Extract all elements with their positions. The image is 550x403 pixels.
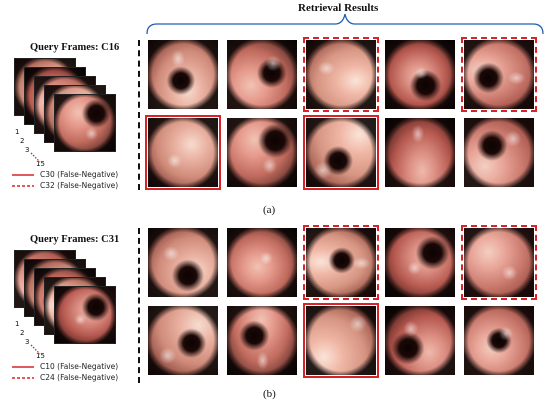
results-grid-a	[145, 37, 540, 190]
endoscopy-image	[464, 40, 534, 109]
result-frame-a-r1-c4	[385, 40, 455, 109]
endoscopy-image	[148, 118, 218, 187]
endoscopy-image	[385, 40, 455, 109]
legend-dashed-label-b: C24 (False-Negative)	[40, 373, 119, 382]
endoscopy-image	[227, 40, 297, 109]
result-frame-a-r2-c4	[385, 118, 455, 187]
query-title-b: Query Frames: C31	[30, 234, 120, 245]
stack-index-3-a: 3	[25, 146, 30, 154]
caption-a: (a)	[263, 204, 276, 216]
result-frame-b-r2-c4	[385, 306, 455, 375]
endoscopy-image	[227, 306, 297, 375]
result-frame-b-r1-c1	[148, 228, 218, 297]
result-frame-b-r1-c4	[385, 228, 455, 297]
endoscopy-image	[385, 228, 455, 297]
divider-a	[138, 40, 140, 190]
result-frame-b-r1-c3	[303, 225, 379, 300]
endoscopy-image	[385, 118, 455, 187]
endoscopy-image	[464, 228, 534, 297]
endoscopy-image	[306, 40, 376, 109]
endoscopy-image	[464, 118, 534, 187]
stack-index-2-a: 2	[20, 137, 25, 145]
query-stack-a	[14, 58, 134, 168]
result-frame-a-r1-c1	[148, 40, 218, 109]
query-frame-b-5	[54, 286, 116, 344]
retrieval-results-title: Retrieval Results	[298, 2, 379, 14]
legend-dashed-line-a	[12, 185, 34, 187]
endoscopy-image	[385, 306, 455, 375]
result-frame-b-r2-c2	[227, 306, 297, 375]
caption-b: (b)	[263, 388, 276, 400]
legend-solid-label-b: C10 (False-Negative)	[40, 362, 119, 371]
stack-index-15-a: 15	[36, 160, 45, 168]
stack-index-1-b: 1	[15, 320, 20, 328]
result-frame-a-r2-c2	[227, 118, 297, 187]
stack-index-1-a: 1	[15, 128, 20, 136]
result-frame-b-r2-c1	[148, 306, 218, 375]
legend-dashed-line-b	[12, 377, 34, 379]
endoscopy-image	[464, 306, 534, 375]
result-frame-b-r2-c5	[464, 306, 534, 375]
stack-index-15-b: 15	[36, 352, 45, 360]
endoscopy-image	[227, 228, 297, 297]
endoscopy-image	[227, 118, 297, 187]
endoscopy-image	[148, 306, 218, 375]
stack-dots-a	[30, 152, 41, 163]
legend-solid-line-a	[12, 174, 34, 176]
result-frame-b-r2-c3	[303, 303, 379, 378]
query-title-a: Query Frames: C16	[30, 42, 120, 53]
legend-solid-line-b	[12, 366, 34, 368]
endoscopy-image	[306, 228, 376, 297]
result-frame-b-r1-c2	[227, 228, 297, 297]
legend-dashed-label-a: C32 (False-Negative)	[40, 181, 119, 190]
legend-solid-label-a: C30 (False-Negative)	[40, 170, 119, 179]
results-grid-b	[148, 225, 540, 383]
stack-index-2-b: 2	[20, 329, 25, 337]
endoscopy-image	[148, 40, 218, 109]
retrieval-brace	[146, 13, 544, 35]
result-frame-a-r2-c3	[303, 115, 379, 190]
endoscopy-image	[306, 306, 376, 375]
stack-dots-b	[30, 344, 41, 355]
endoscopy-image	[55, 95, 115, 151]
divider-b	[138, 228, 140, 383]
result-frame-a-r1-c3	[303, 37, 379, 112]
result-frame-a-r1-c5	[461, 37, 537, 112]
stack-index-3-b: 3	[25, 338, 30, 346]
result-frame-b-r1-c5	[461, 225, 537, 300]
query-frame-a-5	[54, 94, 116, 152]
endoscopy-image	[148, 228, 218, 297]
endoscopy-image	[55, 287, 115, 343]
result-frame-a-r2-c5	[464, 118, 534, 187]
result-frame-a-r1-c2	[227, 40, 297, 109]
result-frame-a-r2-c1	[145, 115, 221, 190]
endoscopy-image	[306, 118, 376, 187]
query-stack-b	[14, 250, 134, 360]
